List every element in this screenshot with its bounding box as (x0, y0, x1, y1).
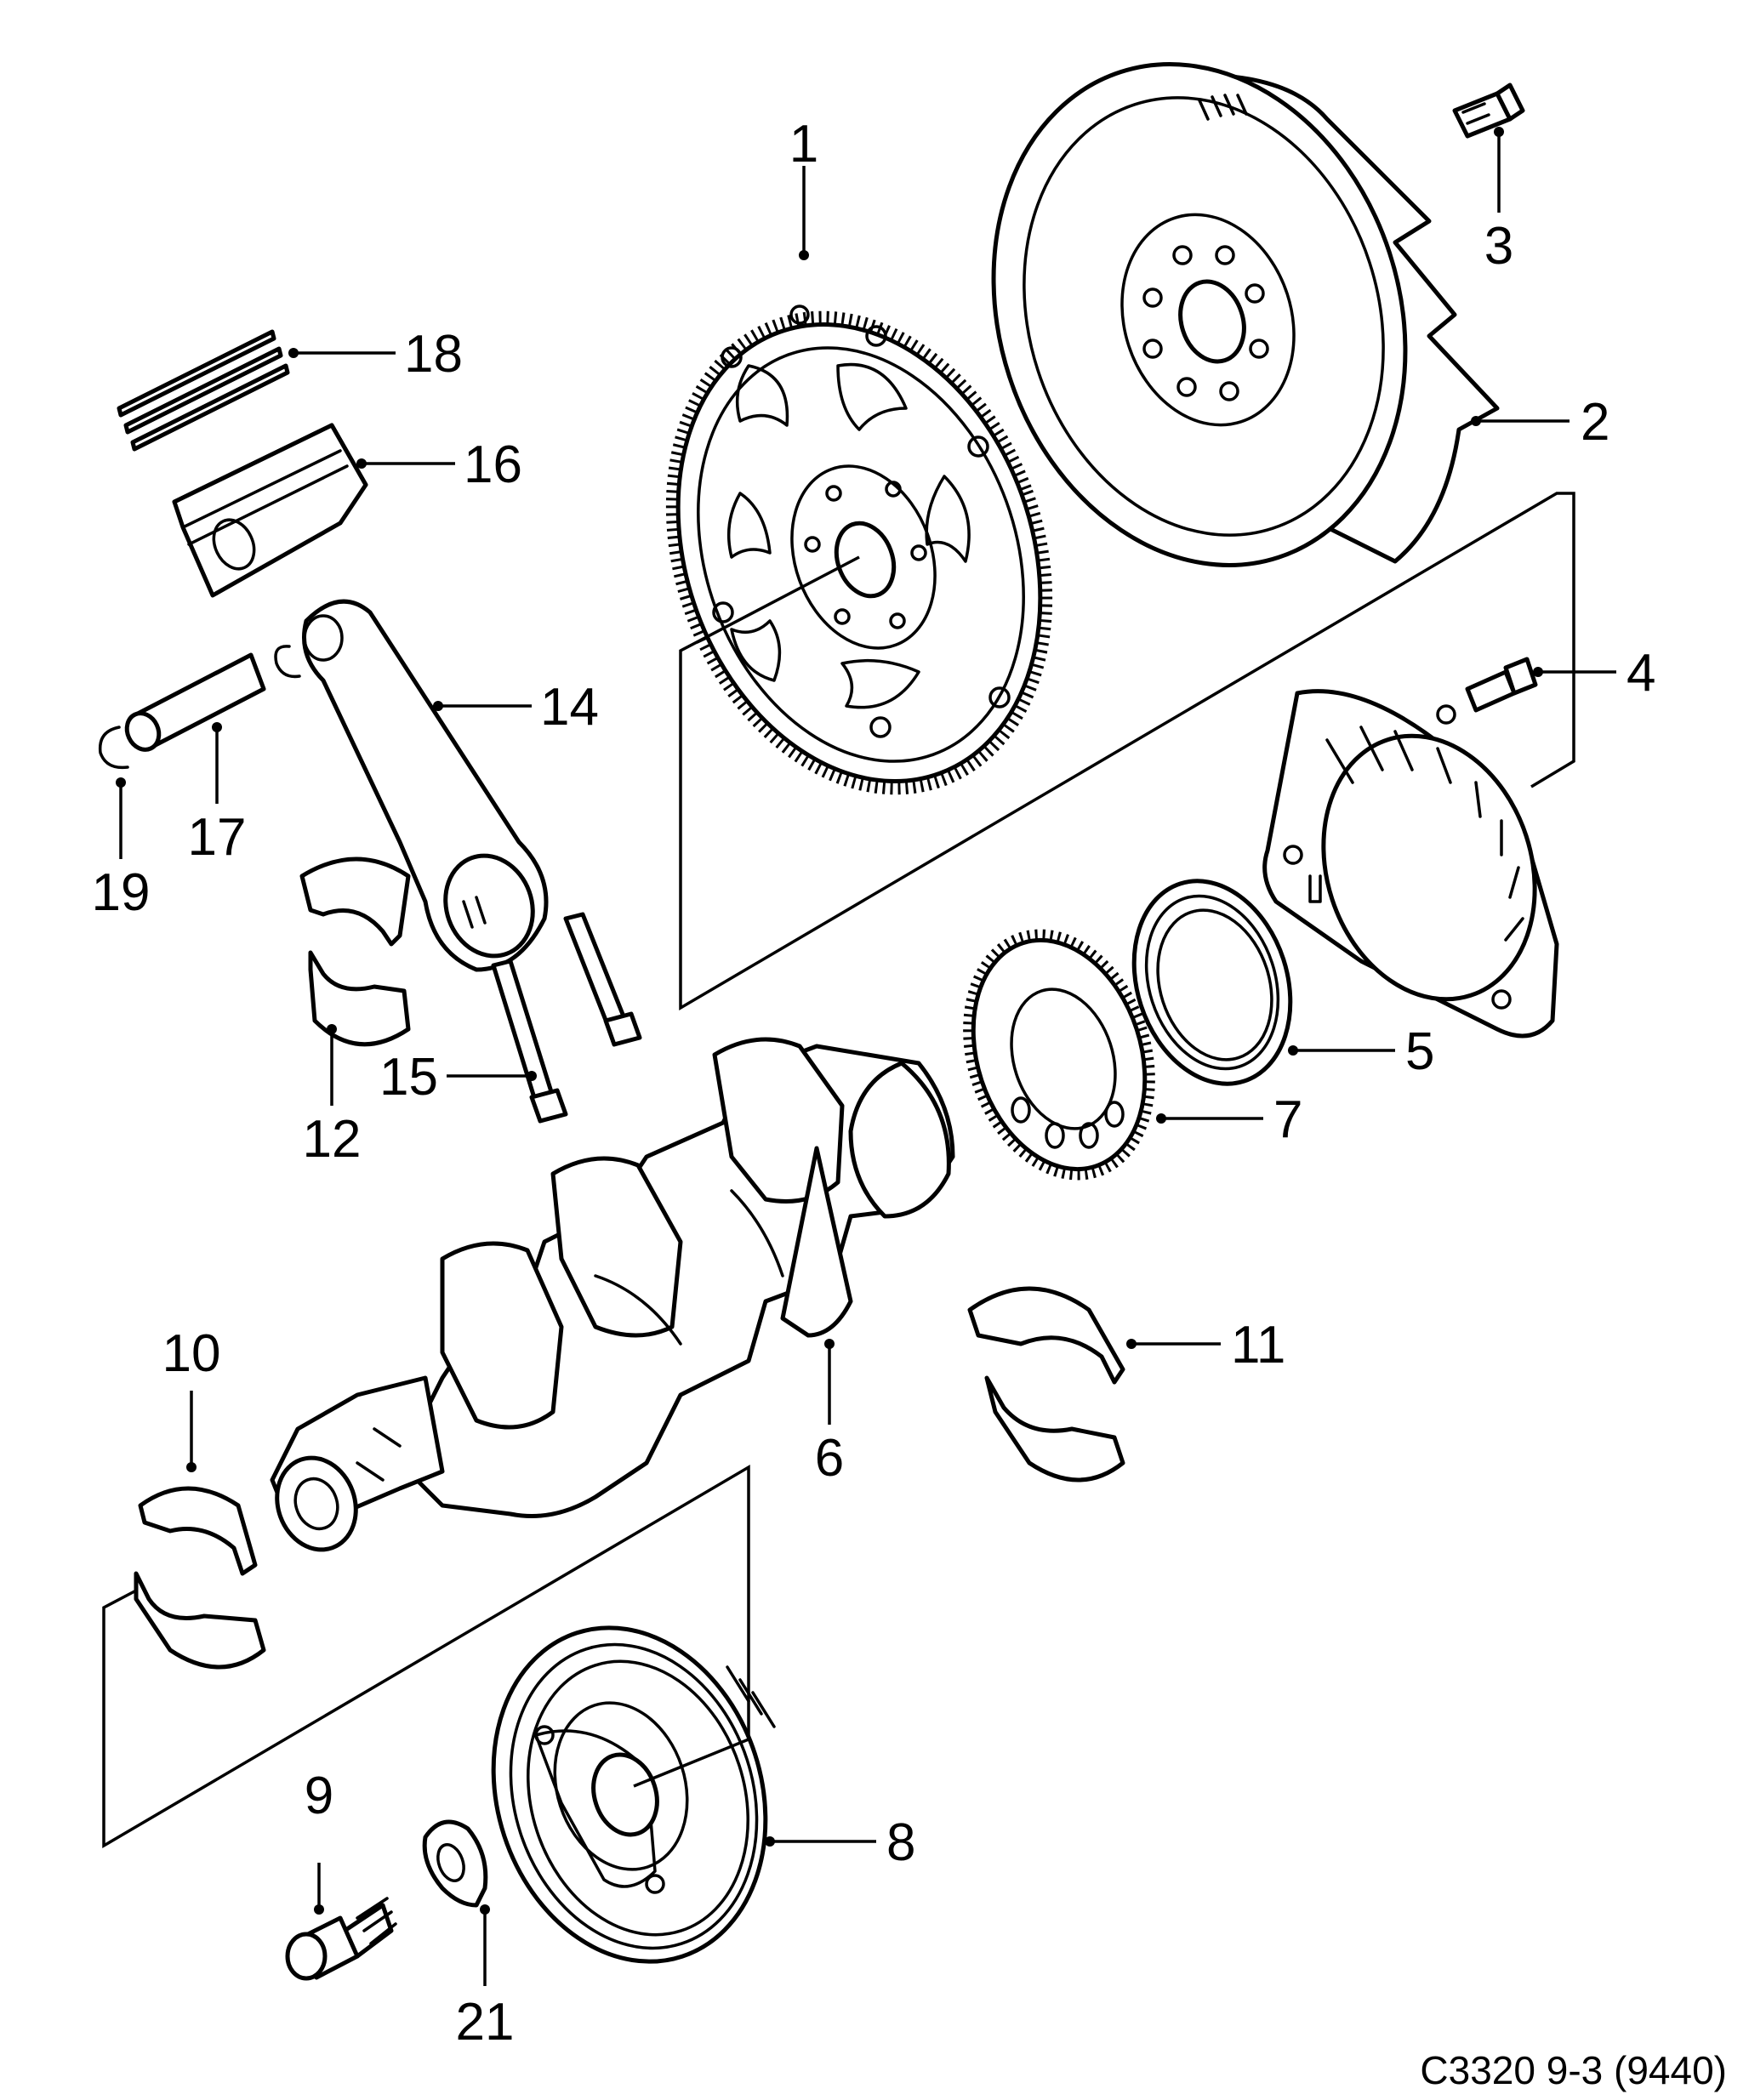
svg-text:14: 14 (540, 678, 599, 737)
callout-6: 6 (815, 1339, 844, 1488)
callout-5: 5 (1288, 1022, 1434, 1081)
svg-text:16: 16 (464, 435, 522, 494)
svg-text:18: 18 (404, 325, 463, 384)
callout-3: 3 (1484, 127, 1513, 276)
svg-text:10: 10 (162, 1324, 221, 1383)
svg-text:1: 1 (789, 115, 818, 174)
part-21-washer (422, 1819, 488, 1908)
callout-1: 1 (789, 115, 818, 260)
part-9-pulley-bolt (285, 1897, 397, 1981)
part-3-flywheel-bolt (1452, 83, 1525, 139)
callout-21: 21 (456, 1904, 515, 2052)
part-2-dual-mass-flywheel (991, 62, 1500, 567)
part-16-piston (172, 423, 368, 598)
svg-text:3: 3 (1484, 217, 1513, 276)
part-11-main-bearings (967, 1286, 1125, 1483)
svg-text:5: 5 (1405, 1022, 1434, 1081)
part-17-piston-pin (124, 652, 266, 752)
part-1-flexplate (665, 304, 1053, 795)
svg-text:19: 19 (92, 863, 151, 922)
part-19-circlips (98, 645, 301, 770)
part-10-main-bearings (134, 1486, 266, 1670)
callout-12: 12 (303, 1024, 362, 1169)
part-7-reluctor-wheel (963, 929, 1155, 1181)
part-12-conrod-bearings (299, 857, 411, 1047)
callout-4: 4 (1533, 644, 1655, 703)
svg-text:21: 21 (456, 1993, 515, 2052)
callout-18: 18 (288, 325, 463, 384)
svg-text:11: 11 (1231, 1316, 1285, 1374)
callout-2: 2 (1471, 393, 1609, 452)
part-6-crankshaft (270, 1037, 955, 1552)
svg-text:7: 7 (1273, 1090, 1302, 1149)
callout-7: 7 (1156, 1090, 1302, 1149)
svg-text:8: 8 (886, 1813, 915, 1872)
svg-text:2: 2 (1581, 393, 1609, 452)
svg-text:9: 9 (305, 1767, 333, 1825)
part-8-crank-pulley (491, 1625, 776, 1964)
part-5-oil-seal (1131, 879, 1293, 1086)
callout-14: 14 (433, 678, 599, 737)
part-18-piston-rings (117, 329, 290, 452)
svg-text:4: 4 (1627, 644, 1655, 703)
callout-10: 10 (162, 1324, 221, 1472)
callout-15: 15 (379, 1048, 537, 1107)
svg-text:17: 17 (188, 808, 247, 867)
svg-text:6: 6 (815, 1429, 844, 1488)
part-15-conrod-bolts (491, 912, 642, 1124)
callout-11: 11 (1126, 1316, 1285, 1374)
part-14-connecting-rod (302, 599, 549, 972)
svg-text:15: 15 (379, 1048, 438, 1107)
callout-19: 19 (92, 777, 151, 922)
svg-text:12: 12 (303, 1110, 362, 1169)
callout-17: 17 (188, 722, 247, 867)
assembly-brackets (102, 492, 1575, 1849)
callout-16: 16 (356, 435, 522, 494)
part-4-seal-carrier (1262, 689, 1559, 1039)
callout-9: 9 (305, 1767, 333, 1915)
part-4-carrier-bolt (1465, 657, 1538, 713)
reference-code: C3320 9-3 (9440) (1420, 2048, 1727, 2092)
callout-8: 8 (765, 1813, 915, 1872)
